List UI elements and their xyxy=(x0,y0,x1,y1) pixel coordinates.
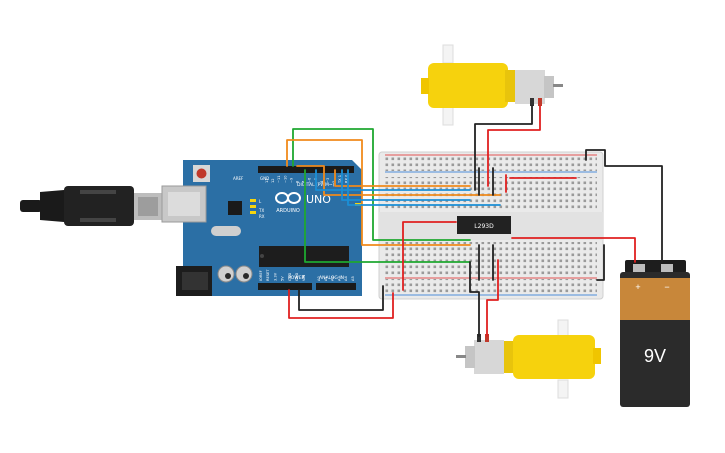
l-label: L xyxy=(259,199,262,204)
pin-label: RX 0 xyxy=(344,174,348,183)
pin-label: A4 xyxy=(344,276,348,281)
pin-label: 5V xyxy=(281,276,285,281)
pin-label: 7 xyxy=(302,181,306,183)
pin-label: ~10 xyxy=(283,175,287,183)
wire-red-motor-bottom xyxy=(486,259,499,337)
pin-label: GND xyxy=(295,273,299,281)
arduino-uno-board: ARDUINO UNO DIGITAL (PWM~) AREF GND TX R… xyxy=(161,160,370,296)
battery-voltage: 9V xyxy=(644,346,666,366)
pin-label: GND xyxy=(288,273,292,281)
wire-red-motor-top xyxy=(487,105,541,187)
wire-red-5v xyxy=(288,289,394,319)
wire-black-rail xyxy=(596,244,605,281)
pin-label: ~9 xyxy=(289,177,293,183)
pin-label: 4 xyxy=(320,180,324,183)
wire-black-gnd xyxy=(298,285,384,311)
pin-label: VIN xyxy=(302,274,306,281)
l293d-chip: L293D xyxy=(457,216,511,234)
pin-label: A0 xyxy=(317,276,321,281)
pin-label: A5 xyxy=(351,276,355,281)
gnd-label: GND xyxy=(260,176,269,181)
pin-label: IOREF xyxy=(259,270,263,281)
pin-label: 13 xyxy=(265,178,269,183)
wire-red-rail xyxy=(402,221,457,291)
wire-green-lower xyxy=(304,169,471,263)
pin-label: ~6 xyxy=(308,177,312,183)
wire-green-top xyxy=(292,128,471,241)
chip-label: L293D xyxy=(474,223,494,230)
wire-black-battery xyxy=(585,149,663,263)
pin-label: TX 1 xyxy=(338,175,342,184)
pin-label: A1 xyxy=(324,276,328,281)
pin-label: A2 xyxy=(331,276,335,281)
wire-red-battery xyxy=(511,237,636,263)
battery-minus: − xyxy=(664,282,669,292)
pin-label: A3 xyxy=(337,276,341,281)
battery-plus: + xyxy=(635,282,640,292)
wire-orange-1 xyxy=(296,165,501,196)
power-label: POWER xyxy=(288,275,305,281)
wire-orange-loop xyxy=(286,139,471,246)
brand-label: ARDUINO xyxy=(276,208,300,214)
top-motor xyxy=(421,44,563,126)
pin-label: ~3 xyxy=(326,178,330,183)
wire-orange-2 xyxy=(334,169,471,187)
pin-label: 3.3V xyxy=(273,272,277,281)
bottom-motor xyxy=(456,319,601,399)
pin-label: 8 xyxy=(296,180,300,183)
wires xyxy=(286,105,663,337)
rx-label: RX xyxy=(259,214,265,219)
pin-label: ~11 xyxy=(277,175,281,183)
tx-label: TX xyxy=(258,208,264,213)
usb-cable xyxy=(20,186,162,226)
battery-9v: + − 9V xyxy=(620,260,690,407)
wire-black-motor-top xyxy=(474,105,533,191)
wire-black-motor-bottom xyxy=(469,261,480,337)
pin-label: 12 xyxy=(271,178,275,183)
wire-blue-2 xyxy=(341,169,471,201)
wire-blue-1 xyxy=(315,169,471,191)
analog-label: ANALOG IN xyxy=(319,275,344,281)
arduino-logo xyxy=(275,192,301,204)
wire-blue-3 xyxy=(347,169,501,206)
pin-label: RESET xyxy=(266,269,270,281)
model-label: UNO xyxy=(306,193,331,206)
aref-label: AREF xyxy=(233,176,244,181)
